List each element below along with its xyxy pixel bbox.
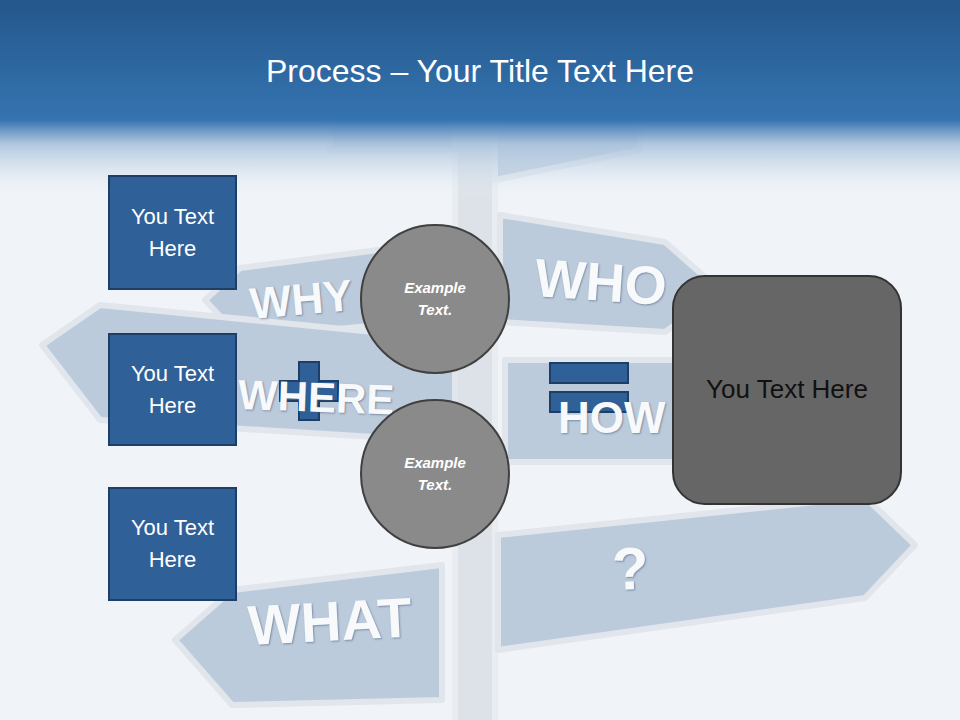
node-text: You Text Here xyxy=(706,371,868,409)
circle-shape xyxy=(361,225,509,373)
sign-word: WHAT xyxy=(247,589,414,653)
circle-outline xyxy=(360,224,510,374)
node-text: Example Text. xyxy=(393,277,477,321)
node-text: Example Text. xyxy=(393,452,477,496)
sign-word: WHO xyxy=(533,250,668,313)
header-band xyxy=(0,0,960,200)
input-box: You Text Here xyxy=(108,333,237,446)
slide-title: Process – Your Title Text Here xyxy=(0,52,960,90)
text-holder: Example Text. xyxy=(360,224,510,374)
circle-outline xyxy=(360,399,510,549)
sign-word: WHY xyxy=(248,273,354,326)
text-holder: You Text Here xyxy=(110,489,235,599)
example-circle: Example Text. xyxy=(360,399,510,549)
node-text: You Text Here xyxy=(115,201,230,265)
node-text: You Text Here xyxy=(115,358,230,422)
text-holder: You Text Here xyxy=(672,275,902,505)
circle-shape xyxy=(361,400,509,548)
input-box: You Text Here xyxy=(108,175,237,290)
sign-board xyxy=(498,497,915,650)
example-circle: Example Text. xyxy=(360,224,510,374)
text-holder: You Text Here xyxy=(110,335,235,444)
sign-word: ? xyxy=(611,539,650,600)
sign-word: HOW xyxy=(558,396,666,440)
node-text: You Text Here xyxy=(115,512,230,576)
equals-symbol xyxy=(550,363,628,383)
text-holder: You Text Here xyxy=(110,177,235,288)
rounded-shape xyxy=(673,276,901,504)
text-holder: Example Text. xyxy=(360,399,510,549)
input-box: You Text Here xyxy=(108,487,237,601)
sign-board xyxy=(505,360,695,462)
sign-word: WHERE xyxy=(237,374,395,421)
result-box: You Text Here xyxy=(672,275,902,505)
